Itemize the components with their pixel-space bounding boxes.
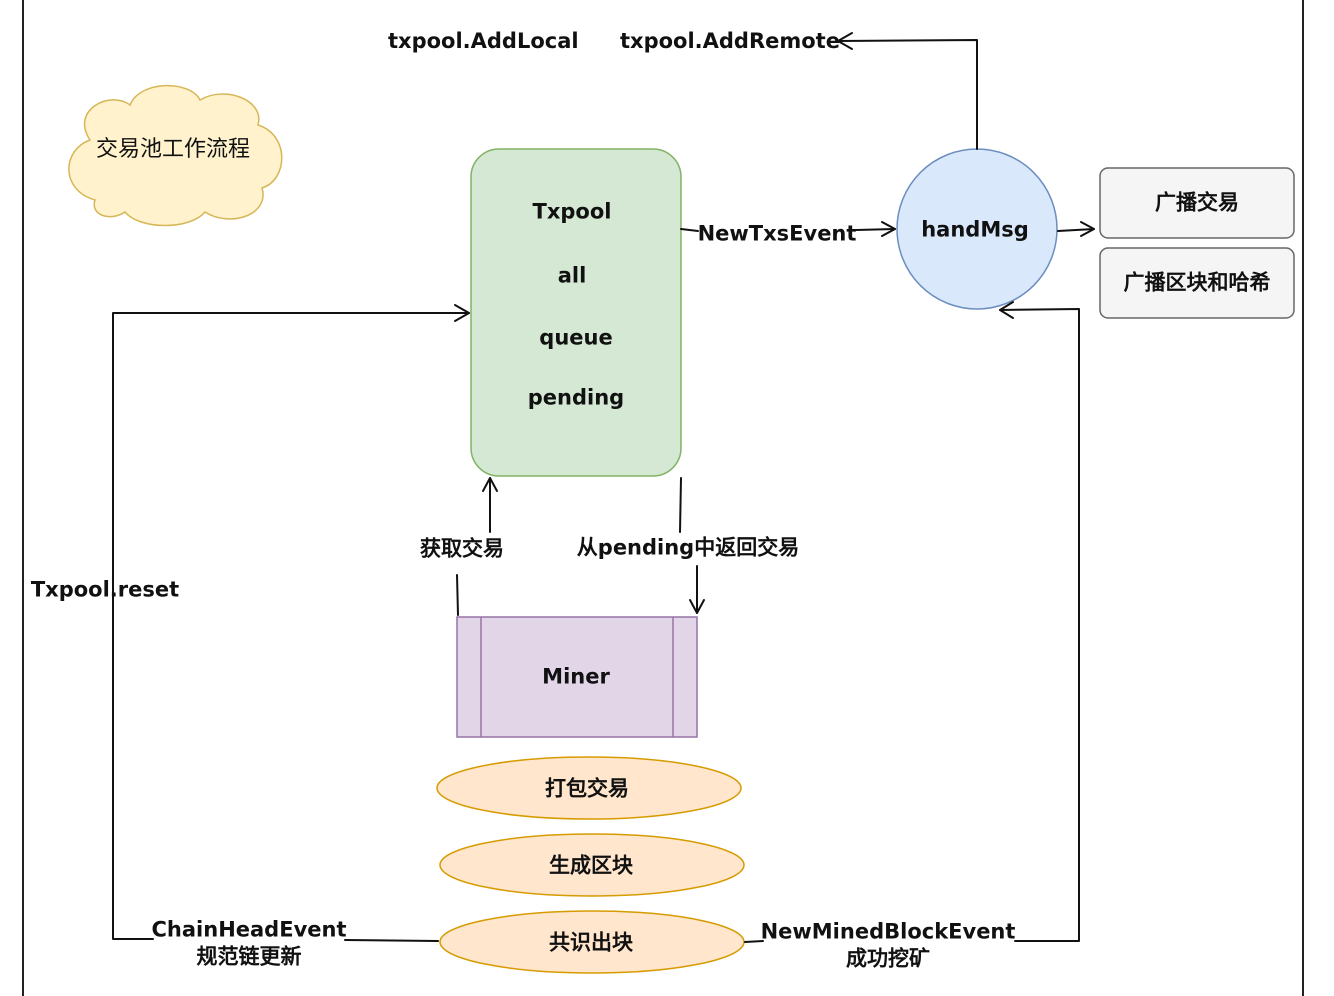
arrow-reset-loop — [112, 312, 470, 940]
arrowhead-get-tx — [482, 477, 498, 492]
mined-block-event-label: NewMinedBlockEvent — [760, 919, 1016, 944]
step-consensus-label: 共识出块 — [549, 930, 633, 955]
step-pack-ellipse — [436, 756, 742, 820]
txpool-queue: queue — [539, 325, 613, 350]
broadcast-block-box — [1099, 247, 1295, 319]
arrow-newtxsevent-a — [680, 228, 699, 232]
txpool-title: Txpool — [532, 199, 612, 224]
new-txs-event-label: NewTxsEvent — [697, 221, 857, 246]
txpool-box — [470, 148, 682, 477]
step-generate-label: 生成区块 — [549, 853, 633, 878]
arrowhead-addremote — [837, 32, 853, 50]
chain-head-event-label: ChainHeadEvent — [151, 917, 347, 942]
arrowhead-reset — [454, 304, 470, 322]
mined-block-desc-label: 成功挖矿 — [846, 946, 930, 971]
miner-box — [456, 616, 698, 738]
cloud-label: 交易池工作流程 — [95, 137, 251, 162]
txpool-all: all — [557, 263, 587, 288]
arrowhead-broadcast — [1080, 221, 1095, 237]
handmsg-label: handMsg — [921, 217, 1029, 242]
arrow-newtxsevent-b — [855, 228, 896, 231]
arrowhead-newtxsevent — [881, 221, 896, 237]
broadcast-tx-label: 广播交易 — [1155, 190, 1239, 215]
cloud-shape — [68, 84, 283, 227]
chain-head-desc-label: 规范链更新 — [196, 944, 302, 969]
step-pack-label: 打包交易 — [545, 776, 629, 801]
step-generate-ellipse — [439, 833, 745, 897]
txpool-pending: pending — [527, 385, 625, 410]
broadcast-tx-box — [1099, 167, 1295, 239]
arrow-get-tx — [456, 574, 459, 616]
get-tx-label: 获取交易 — [420, 536, 504, 561]
arrow-return-tx — [679, 477, 682, 533]
add-local-label: txpool.AddLocal — [388, 29, 579, 53]
arrow-minedblock-loop — [999, 308, 1080, 942]
arrow-minedblock-left — [744, 940, 764, 943]
arrow-handmsg-to-broadcast — [1057, 228, 1095, 232]
miner-label: Miner — [542, 664, 610, 689]
arrowhead-return-tx — [689, 599, 705, 614]
add-remote-label: txpool.AddRemote — [620, 29, 840, 53]
txpool-reset-label: Txpool.reset — [30, 577, 180, 602]
return-tx-label: 从pending中返回交易 — [576, 535, 800, 560]
arrow-chainhead-left — [344, 939, 439, 942]
broadcast-block-label: 广播区块和哈希 — [1123, 270, 1271, 295]
arrow-handmsg-to-addremote — [837, 39, 978, 150]
arrowhead-handmsg-bottom — [999, 301, 1014, 319]
